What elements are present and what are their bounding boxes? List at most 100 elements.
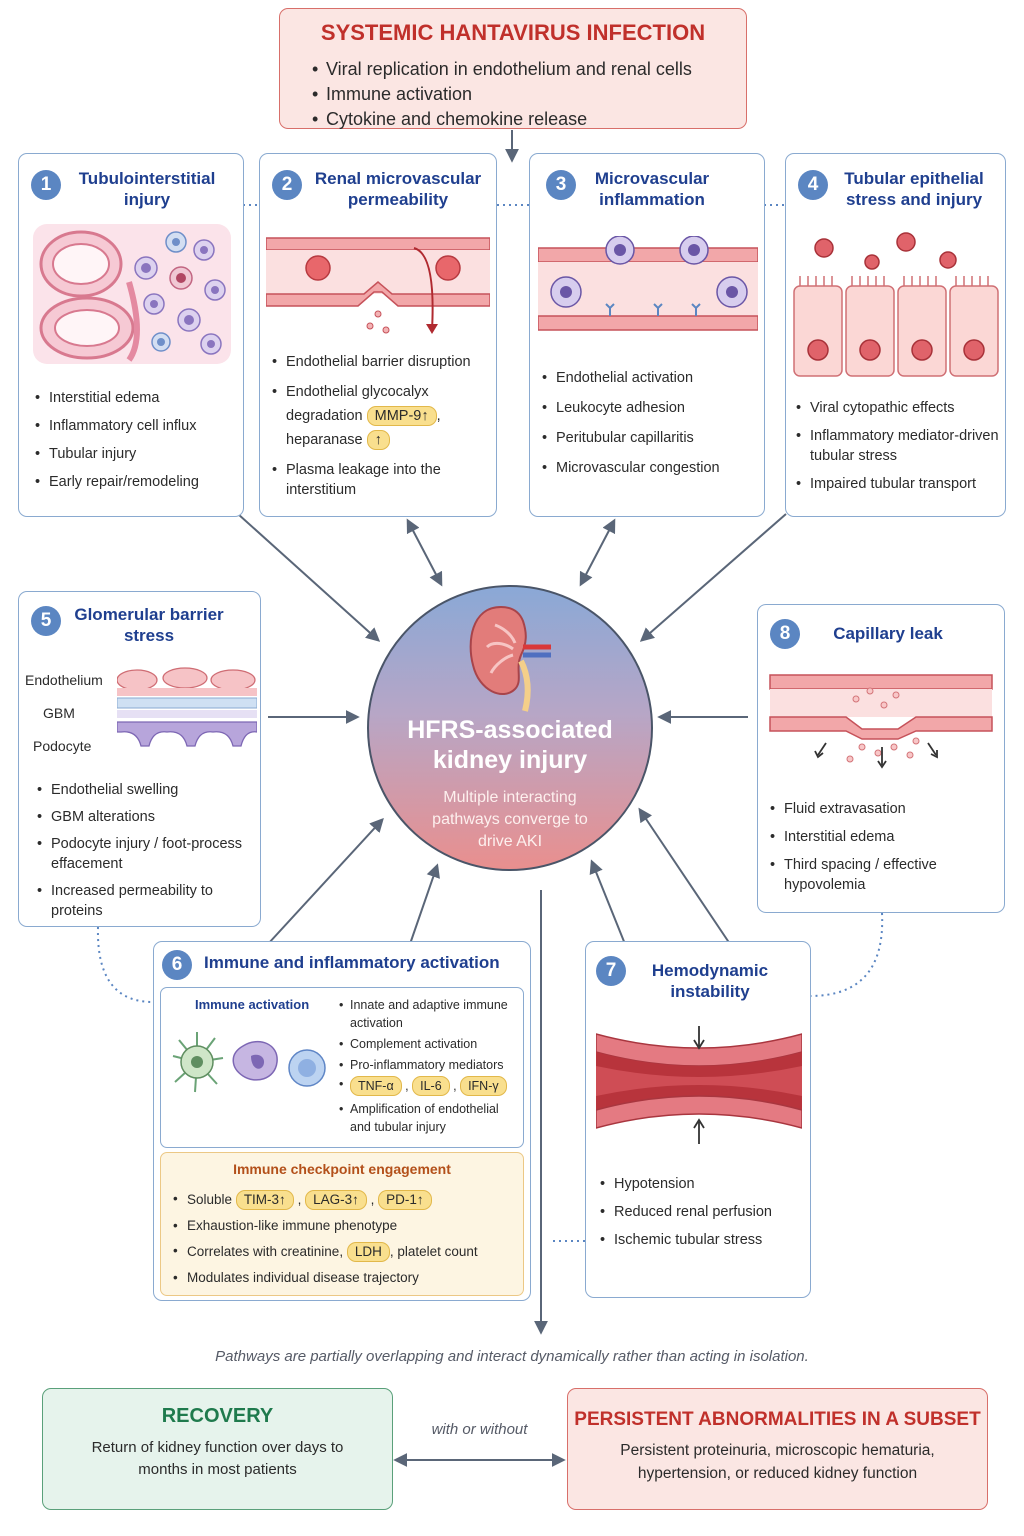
immune-checkpoint-box: Immune checkpoint engagement Soluble TIM…	[160, 1152, 524, 1296]
arrow-p6-to-center-a	[267, 817, 384, 945]
list-item-text: , platelet count	[389, 1244, 478, 1259]
panel-title: Capillary leak	[833, 624, 943, 643]
arrow-p3-center	[579, 518, 616, 587]
list-item: Impaired tubular transport	[794, 474, 1006, 494]
list-item-text: Endothelial glycocalyx degradation	[286, 384, 429, 424]
immune-cells-illustration	[172, 1032, 326, 1093]
systemic-infection-title: SYSTEMIC HANTAVIRUS INFECTION	[320, 20, 706, 45]
list-item: Inflammatory cell influx	[33, 416, 239, 436]
arrow-p7-to-center-a	[589, 859, 626, 945]
list-item-text: Soluble	[187, 1192, 233, 1207]
panel-glomerular-barrier-stress: 5 Glomerular barrier stress Endothelium …	[18, 591, 261, 927]
il6-badge: IL-6	[412, 1076, 450, 1096]
checkpoint-correlates-row: Correlates with creatinine, LDH, platele…	[171, 1241, 521, 1263]
list-item: GBM alterations	[35, 807, 257, 827]
list-item: Endothelial glycocalyx degradation MMP-9…	[270, 380, 492, 452]
list-item: Tubular injury	[33, 444, 239, 464]
list-item: Leukocyte adhesion	[540, 398, 760, 418]
panel-number-badge: 5	[31, 606, 61, 636]
persistent-abnormalities-box: PERSISTENT ABNORMALITIES IN A SUBSET Per…	[567, 1388, 988, 1510]
list-item: Interstitial edema	[33, 388, 239, 408]
mmp9-badge: MMP-9↑	[366, 406, 437, 426]
panel-title: Microvascular inflammation	[594, 169, 710, 209]
recovery-title: RECOVERY	[161, 1405, 274, 1427]
kidney-icon	[469, 605, 551, 712]
list-item: Increased permeability to proteins	[35, 881, 257, 921]
leaky-vessel-illustration	[266, 237, 490, 334]
panel-immune-inflammatory-activation: 6 Immune and inflammatory activation Imm…	[153, 941, 531, 1301]
panel-number-badge: 3	[546, 170, 576, 200]
heparanase-badge: ↑	[366, 430, 390, 450]
mediators-row: TNF-α , IL-6 , IFN-γ	[337, 1075, 521, 1097]
hub-title: HFRS-associated kidney injury	[407, 716, 613, 774]
list-item-text: heparanase	[286, 432, 363, 448]
panel-renal-microvascular-permeability: 2 Renal microvascular permeability Endot…	[259, 153, 497, 517]
lag3-badge: LAG-3↑	[305, 1190, 367, 1210]
hfrs-kidney-injury-hub: HFRS-associated kidney injury Multiple i…	[367, 585, 653, 871]
list-item: Exhaustion-like immune phenotype	[171, 1216, 521, 1236]
recovery-box: RECOVERY Return of kidney function over …	[42, 1388, 393, 1510]
gbm-label: GBM	[43, 705, 75, 721]
arrow-p1-to-center	[237, 513, 381, 642]
endothelium-label: Endothelium	[25, 672, 103, 688]
list-item: Early repair/remodeling	[33, 472, 239, 492]
list-item: Endothelial swelling	[35, 780, 257, 800]
list-item: Amplification of endothelial and tubular…	[337, 1100, 521, 1136]
list-item: Hypotension	[598, 1174, 806, 1194]
list-item: Peritubular capillaritis	[540, 428, 760, 448]
panel-bullet-list: Fluid extravasation Interstitial edema T…	[768, 799, 1000, 903]
checkpoint-soluble-row: Soluble TIM-3↑ , LAG-3↑ , PD-1↑	[171, 1189, 521, 1211]
glomerular-barrier-illustration	[117, 667, 257, 747]
panel-number-badge: 4	[798, 170, 828, 200]
panel-number-badge: 6	[162, 950, 192, 980]
dotted-p5-p6	[96, 926, 154, 1003]
tubule-tissue-illustration	[33, 224, 231, 364]
pd1-badge: PD-1↑	[378, 1190, 432, 1210]
pathways-note: Pathways are partially overlapping and i…	[215, 1348, 809, 1365]
list-item: Pro-inflammatory mediators	[337, 1056, 521, 1074]
panel-title: Glomerular barrier stress	[74, 605, 224, 645]
panel-capillary-leak: 8 Capillary leak Fluid extravasation Int…	[757, 604, 1005, 913]
list-item: Podocyte injury / foot-process effacemen…	[35, 834, 257, 874]
list-item: Endothelial activation	[540, 368, 760, 388]
panel-bullet-list: Endothelial barrier disruption Endotheli…	[270, 352, 492, 508]
tubular-epithelium-illustration	[793, 232, 999, 377]
list-item: Plasma leakage into the interstitium	[270, 460, 492, 500]
immune-checkpoint-title: Immune checkpoint engagement	[233, 1161, 451, 1177]
list-item: Viral replication in endothelium and ren…	[310, 58, 692, 80]
list-item: Fluid extravasation	[768, 799, 1000, 819]
arrow-p4-to-center	[639, 513, 787, 642]
arrow-p7-to-center-b	[638, 807, 731, 945]
capillary-leak-illustration	[769, 674, 993, 769]
arrow-p6-to-center-b	[409, 863, 440, 945]
ifn-gamma-badge: IFN-γ	[460, 1076, 507, 1096]
tim3-badge: TIM-3↑	[235, 1190, 294, 1210]
list-item: Inflammatory mediator-driven tubular str…	[794, 426, 1006, 466]
recovery-text: Return of kidney function over days to m…	[91, 1439, 344, 1478]
tnf-alpha-badge: TNF-α	[350, 1076, 402, 1096]
immune-activation-list: Innate and adaptive immune activation Co…	[337, 996, 521, 1139]
panel-bullet-list: Viral cytopathic effects Inflammatory me…	[794, 398, 1006, 502]
separator: ,	[436, 408, 441, 424]
systemic-infection-box: SYSTEMIC HANTAVIRUS INFECTION Viral repl…	[279, 8, 747, 130]
list-item: Endothelial barrier disruption	[270, 352, 492, 372]
panel-title: Tubular epithelial stress and injury	[844, 169, 984, 209]
panel-title: Immune and inflammatory activation	[204, 953, 500, 972]
systemic-infection-list: Viral replication in endothelium and ren…	[310, 58, 692, 133]
panel-title: Tubulointerstitial injury	[78, 169, 216, 209]
leukocyte-adhesion-illustration	[538, 236, 758, 331]
list-item: Modulates individual disease trajectory	[171, 1268, 521, 1288]
narrowed-vessel-illustration	[596, 1026, 802, 1144]
panel-bullet-list: Endothelial swelling GBM alterations Pod…	[35, 780, 257, 928]
ldh-badge: LDH	[346, 1242, 390, 1262]
list-item: Immune activation	[310, 83, 692, 105]
persistent-text: Persistent proteinuria, microscopic hema…	[620, 1442, 935, 1482]
list-item: Cytokine and chemokine release	[310, 108, 692, 130]
list-item: Microvascular congestion	[540, 458, 760, 478]
immune-checkpoint-list: Soluble TIM-3↑ , LAG-3↑ , PD-1↑ Exhausti…	[171, 1189, 521, 1293]
panel-tubular-epithelial-stress: 4 Tubular epithelial stress and injury V…	[785, 153, 1006, 517]
panel-bullet-list: Hypotension Reduced renal perfusion Isch…	[598, 1174, 806, 1258]
panel-hemodynamic-instability: 7 Hemodynamic instability Hypotension Re…	[585, 941, 811, 1298]
immune-activation-title: Immune activation	[195, 997, 310, 1012]
